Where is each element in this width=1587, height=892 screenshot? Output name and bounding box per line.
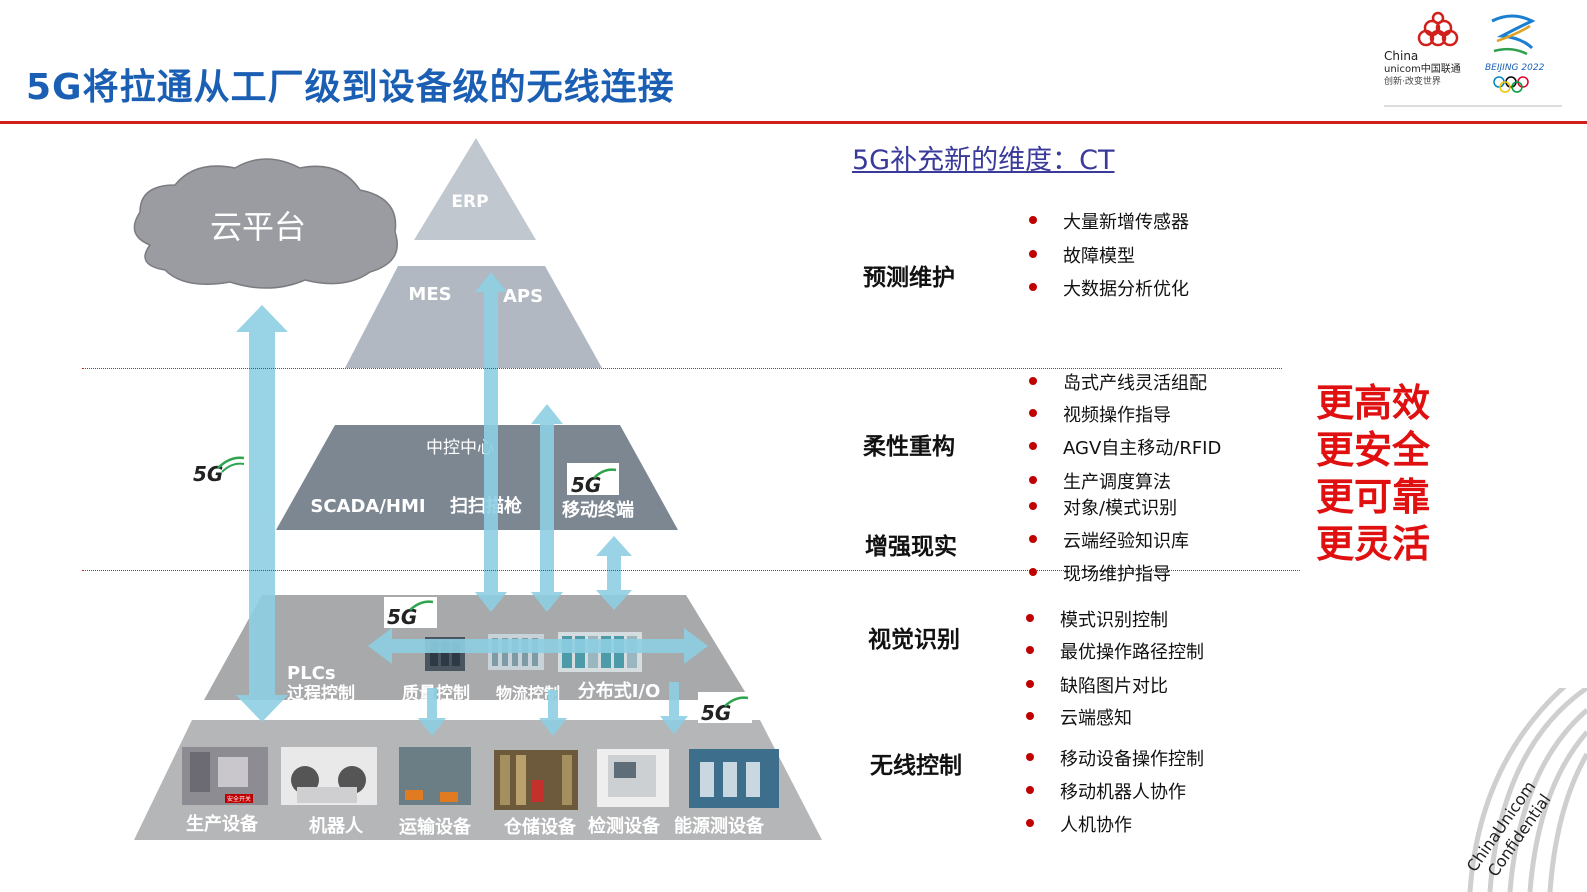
- list-item: 人机协作: [1026, 811, 1132, 837]
- category-predictive-maintenance: 预测维护: [863, 265, 955, 291]
- logo-slogan: 创新·改变世界: [1384, 75, 1441, 87]
- process-control-label: 过程控制: [287, 683, 355, 704]
- erp-tier: [414, 138, 536, 240]
- list-item: 移动设备操作控制: [1026, 745, 1204, 771]
- page-title: 5G将拉通从工厂级到设备级的无线连接: [26, 67, 675, 108]
- list-item: 缺陷图片对比: [1026, 672, 1168, 698]
- logistics-down-arrow: [539, 690, 567, 736]
- distributed-io-label: 分布式I/O: [578, 680, 661, 702]
- device-label-production: 生产设备: [186, 813, 259, 835]
- erp-label: ERP: [451, 192, 488, 212]
- plc-bus-arrow: [368, 628, 708, 664]
- list-item: 岛式产线灵活组配: [1029, 369, 1207, 395]
- mes-label: MES: [408, 284, 451, 305]
- subtitle: 5G补充新的维度：CT: [852, 145, 1115, 176]
- category-augmented-reality: 增强现实: [865, 534, 957, 560]
- device-label-transport: 运输设备: [399, 816, 472, 838]
- title-divider: [0, 121, 1587, 124]
- china-unicom-beijing-2022-logo: China unicom中国联通 创新·改变世界 BEIJING 2022: [1384, 11, 1562, 107]
- list-item: 大量新增传感器: [1029, 208, 1189, 234]
- divider-lower: [82, 570, 1300, 571]
- quality-down-arrow: [418, 688, 446, 736]
- 5g-badge-left: 5G: [193, 456, 245, 486]
- cloud-link-arrow: [236, 305, 288, 722]
- cloud-platform-icon: [133, 158, 398, 289]
- plcs-label: PLCs: [287, 663, 336, 684]
- mobile-terminal-label: 移动终端: [562, 499, 634, 521]
- device-label-energy: 能源测设备: [674, 815, 765, 837]
- mes-aps-tier: [345, 266, 602, 368]
- 5g-badge-plc: 5G: [384, 597, 437, 629]
- aps-label: APS: [503, 286, 543, 307]
- logistics-control-label: 物流控制: [496, 684, 560, 703]
- list-item: AGV自主移动/RFID: [1029, 434, 1221, 460]
- watermark-ring-icon: [1467, 688, 1587, 892]
- list-item: 故障模型: [1029, 242, 1135, 268]
- list-item: 视频操作指导: [1029, 401, 1171, 427]
- device-label-warehouse: 仓储设备: [503, 816, 577, 838]
- safety-switch-tag: 安全开关: [227, 795, 251, 803]
- robot-photo: [281, 747, 377, 805]
- confidential-watermark: ChinaUnicom Confidential: [1463, 688, 1587, 892]
- divider-upper: [82, 368, 1282, 369]
- device-label-inspection: 检测设备: [588, 815, 661, 837]
- category-wireless-control: 无线控制: [870, 753, 962, 779]
- list-item: 云端经验知识库: [1029, 527, 1189, 553]
- mobile-link-arrow: [596, 536, 632, 610]
- energy-equipment-photo: [689, 749, 779, 808]
- control-link-arrow: [531, 404, 563, 612]
- unicom-knot-icon: [1417, 11, 1459, 47]
- list-item: 云端感知: [1026, 704, 1132, 730]
- olympic-rings-icon: [1493, 76, 1529, 93]
- list-item: 最优操作路径控制: [1026, 638, 1204, 664]
- benefit-reliable: 更可靠: [1316, 475, 1431, 519]
- logo-unicom: unicom中国联通: [1384, 62, 1461, 75]
- benefit-flexible: 更灵活: [1316, 522, 1431, 566]
- device-label-robot: 机器人: [309, 816, 364, 837]
- list-item: 移动机器人协作: [1026, 778, 1186, 804]
- beijing-2022-emblem-icon: [1491, 14, 1536, 56]
- scada-label: SCADA/HMI: [310, 496, 425, 517]
- control-tier: [276, 425, 678, 530]
- list-item: 现场维护指导: [1029, 560, 1171, 586]
- list-item: 对象/模式识别: [1029, 494, 1177, 520]
- production-equipment-photo: 安全开关: [182, 747, 268, 805]
- logo-china: China: [1384, 49, 1418, 63]
- inspection-machine-photo: [597, 749, 669, 807]
- benefit-efficient: 更高效: [1316, 381, 1431, 425]
- list-item: 模式识别控制: [1026, 606, 1168, 632]
- warehouse-photo: [494, 750, 578, 810]
- 5g-badge-mobile: 5G: [567, 463, 619, 497]
- list-item: 大数据分析优化: [1029, 275, 1189, 301]
- transport-agv-photo: [399, 747, 471, 805]
- list-item: 生产调度算法: [1029, 468, 1171, 494]
- category-flexible-reconfiguration: 柔性重构: [863, 434, 955, 460]
- cloud-label: 云平台: [210, 208, 306, 246]
- mes-link-arrow: [475, 272, 507, 612]
- 5g-badge-device: 5G: [698, 692, 752, 725]
- logo-beijing: BEIJING 2022: [1485, 63, 1545, 73]
- factory-pyramid-diagram: 云平台 ERP MES APS 中控中心 SCADA/HMI 扫扫描枪 移动终端…: [133, 138, 822, 840]
- benefit-safe: 更安全: [1316, 428, 1431, 472]
- category-visual-recognition: 视觉识别: [868, 627, 960, 653]
- control-center-label: 中控中心: [426, 438, 494, 458]
- io-down-arrow: [660, 682, 688, 734]
